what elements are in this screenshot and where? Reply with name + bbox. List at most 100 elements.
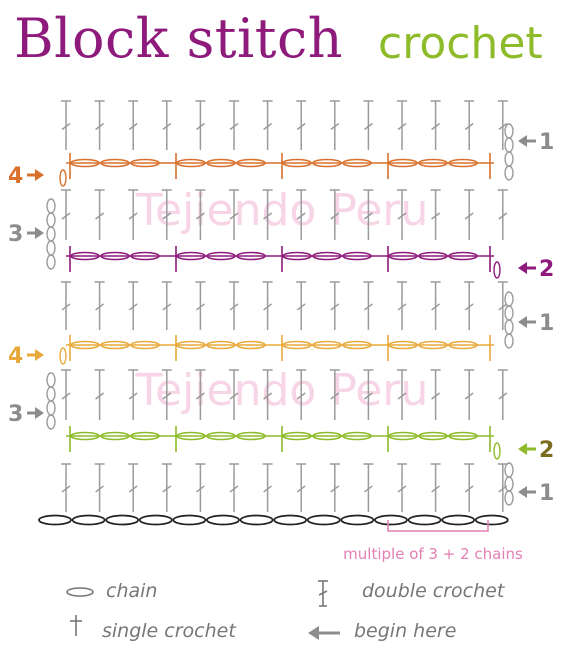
turning-chain (59, 347, 67, 365)
double-crochet-bar (229, 485, 239, 493)
double-crochet-bar (431, 303, 441, 311)
double-crochet-bar (263, 122, 273, 131)
chain-stitch (448, 158, 478, 168)
double-crochet-bar (498, 122, 508, 131)
double-crochet-bar (330, 303, 340, 311)
chain-stitch (312, 251, 342, 261)
chain-stitch (70, 431, 100, 441)
double-crochet-bar (263, 303, 273, 311)
chain-stitch (418, 431, 448, 441)
turning-chain (504, 305, 514, 321)
chain-stitch (206, 158, 236, 168)
legend-chain-label: chain (106, 580, 158, 602)
single-crochet-symbol-icon (70, 615, 82, 636)
double-crochet-bar (95, 392, 105, 400)
double-crochet-bar (330, 485, 340, 493)
double-crochet-bar (263, 212, 273, 220)
chain-stitch (70, 340, 100, 350)
double-crochet-bar (296, 392, 306, 400)
double-crochet-bar (330, 392, 340, 400)
turning-chain (59, 169, 67, 187)
double-crochet-bar (296, 122, 306, 131)
double-crochet-bar (162, 485, 172, 493)
begin-here-arrow-icon (518, 486, 527, 498)
row-number: 2 (539, 438, 554, 463)
double-crochet-bar (363, 122, 373, 131)
turning-chain (46, 212, 56, 228)
row-number: 4 (8, 164, 23, 189)
turning-chain (493, 442, 501, 460)
double-crochet-bar (363, 485, 373, 493)
chain-stitch (312, 158, 342, 168)
row-number: 1 (539, 311, 554, 336)
chain-stitch (388, 251, 418, 261)
row-number: 1 (539, 130, 554, 155)
double-crochet-bar (431, 212, 441, 220)
double-crochet-bar (61, 122, 71, 131)
chain-stitch (342, 340, 372, 350)
double-crochet-bar (263, 485, 273, 493)
chain-stitch (70, 158, 100, 168)
foundation-chain (206, 514, 240, 526)
chain-stitch (312, 340, 342, 350)
foundation-chain (374, 514, 408, 526)
chain-stitch (176, 340, 206, 350)
double-crochet-bar (363, 392, 373, 400)
double-crochet-bar (162, 212, 172, 220)
double-crochet-bar (363, 303, 373, 311)
row-arrow-icon (35, 169, 44, 181)
row-number: 4 (8, 344, 23, 369)
chain-stitch (282, 158, 312, 168)
chain-stitch (176, 251, 206, 261)
double-crochet-bar (464, 485, 474, 493)
double-crochet-bar (195, 392, 205, 400)
chain-stitch (448, 431, 478, 441)
double-crochet-bar (95, 212, 105, 220)
row-marker-2: 2 (518, 257, 554, 282)
turning-chain (46, 240, 56, 256)
subtitle: crochet (378, 18, 543, 69)
double-crochet-bar (95, 122, 105, 131)
double-crochet-bar (195, 485, 205, 493)
row-arrow-icon (35, 349, 44, 361)
double-crochet-bar (363, 212, 373, 220)
foundation-chain (38, 514, 72, 526)
turning-chain (493, 261, 501, 279)
title: Block stitch (14, 7, 343, 70)
turning-chain (504, 137, 514, 153)
double-crochet-bar (229, 303, 239, 311)
begin-here-arrow-icon (518, 135, 527, 147)
foundation-chain (340, 514, 375, 526)
row-arrow-icon (35, 407, 44, 419)
chain-stitch (342, 431, 372, 441)
foundation-chain (306, 514, 341, 526)
chain-stitch (388, 340, 418, 350)
watermark-text: Tejiendo Peru (135, 185, 429, 236)
double-crochet-bar (162, 303, 172, 311)
legend-single-crochet-label: single crochet (102, 620, 236, 642)
turning-chain (504, 490, 514, 506)
begin-here-arrow-icon (518, 262, 527, 274)
chain-stitch (236, 158, 266, 168)
chain-stitch (236, 340, 266, 350)
chain-stitch (312, 431, 342, 441)
double-crochet-bar (195, 122, 205, 131)
row-number: 1 (539, 481, 554, 506)
double-crochet-bar (229, 212, 239, 220)
turning-chain (46, 372, 56, 388)
double-crochet-bar (128, 212, 138, 220)
chain-stitch (130, 340, 160, 350)
double-crochet-bar (464, 392, 474, 400)
chain-stitch (100, 340, 130, 350)
chain-stitch (70, 251, 100, 261)
double-crochet-bar (61, 303, 71, 311)
foundation-chain (172, 514, 207, 526)
double-crochet-bar (95, 485, 105, 493)
row-marker-4: 4 (8, 344, 44, 369)
chain-stitch (418, 158, 448, 168)
double-crochet-bar (330, 122, 340, 131)
row-marker-4: 4 (8, 164, 44, 189)
note-bracket (387, 520, 489, 532)
